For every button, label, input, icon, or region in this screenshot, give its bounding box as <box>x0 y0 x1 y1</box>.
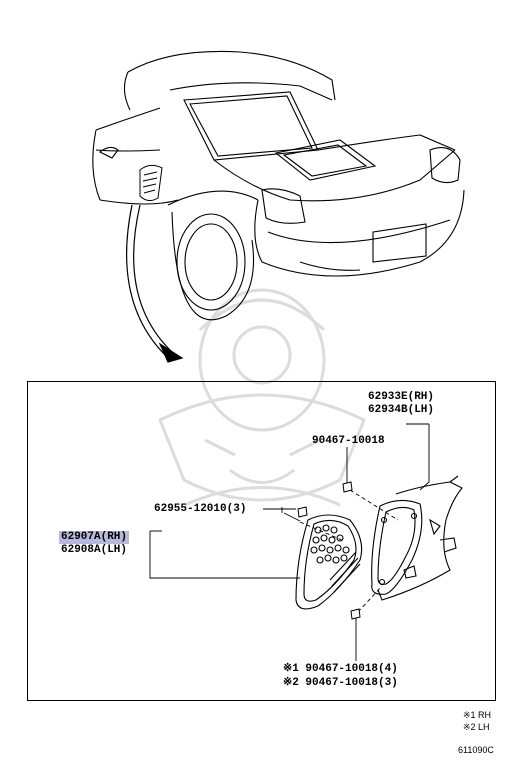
legend-note-lh: ※2 LH <box>463 722 490 732</box>
callout-screw-bottom-lh: ※2 90467-10018(3) <box>283 677 398 689</box>
detail-arrow <box>126 204 184 363</box>
legend-note-rh: ※1 RH <box>463 710 492 720</box>
callout-upper-rh: 62933E(RH) <box>368 391 435 403</box>
callout-screw-bottom-rh: ※1 90467-10018(4) <box>283 663 398 675</box>
car-outline <box>92 50 465 321</box>
watermark-emblem <box>158 288 366 507</box>
callout-clip: 62955-12010(3) <box>154 503 247 515</box>
intake-duct <box>371 499 423 595</box>
callout-screw-top: 90467-10018 <box>312 435 385 447</box>
callout-main-rh[interactable]: 62907A(RH) <box>59 531 130 544</box>
figure-number: 611090C <box>458 745 494 755</box>
upper-bracket <box>377 475 463 601</box>
intake-garnish <box>295 514 363 610</box>
callout-upper-lh: 62934B(LH) <box>368 404 435 416</box>
callout-main-lh: 62908A(LH) <box>61 544 128 556</box>
car-side-intake <box>139 164 163 202</box>
screw-parts <box>297 481 361 620</box>
detail-frame <box>27 381 496 701</box>
